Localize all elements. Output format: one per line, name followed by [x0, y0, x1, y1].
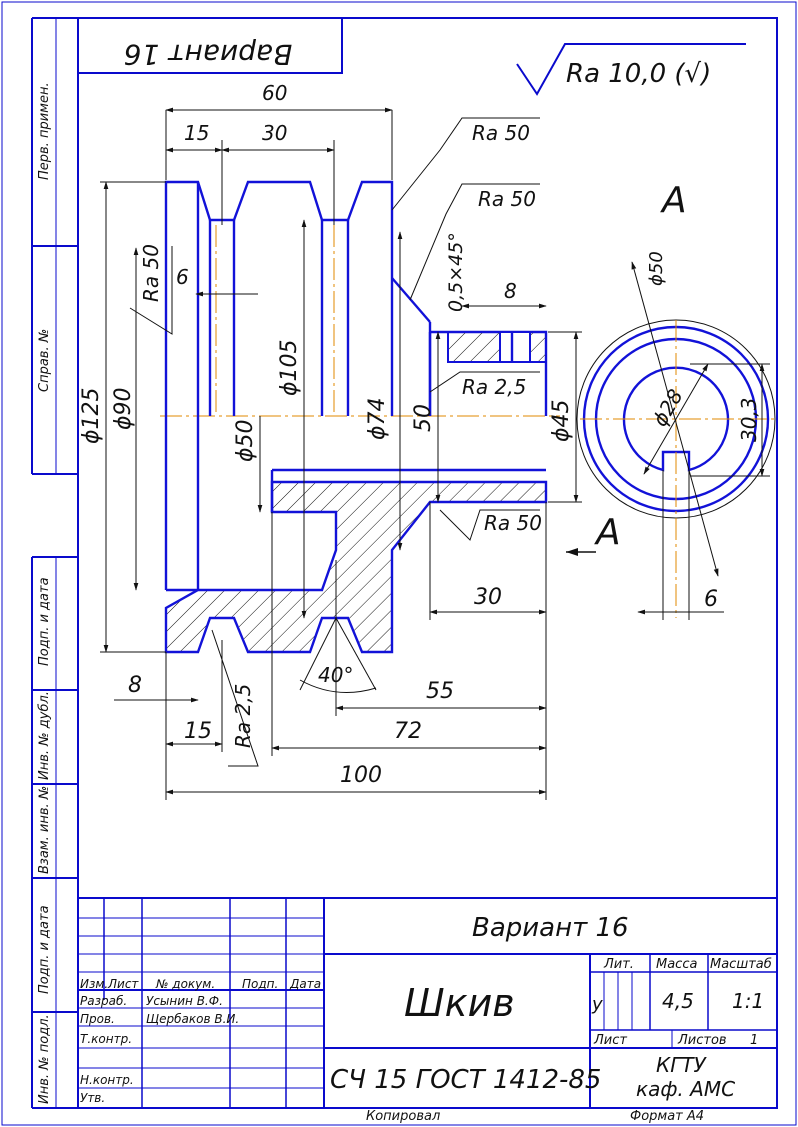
org-1: КГТУ [656, 1053, 708, 1077]
hdr-izm: Изм. [80, 977, 108, 991]
section-label-arrow: А [594, 512, 621, 553]
dim-50: 50 [411, 404, 436, 432]
roughness-3: Ra 50 [139, 244, 163, 302]
side-label-vzam: Взам. инв. № [37, 786, 52, 874]
name-razrab: Усынин В.Ф. [146, 994, 223, 1008]
mass-value: 4,5 [662, 989, 694, 1013]
role-nkontr: Н.контр. [80, 1073, 134, 1087]
side-label-inv-dubl: Инв. № дубл. [37, 691, 52, 780]
hdr-lit: Лит. [603, 957, 634, 972]
footer-format: Формат А4 [630, 1109, 704, 1124]
dim-d50: ϕ50 [233, 419, 258, 462]
section-label-view: А [660, 180, 687, 221]
title-variant: Вариант 16 [472, 913, 629, 943]
variant-box: Вариант 16 [77, 17, 343, 74]
hdr-masshtab: Масштаб [710, 957, 772, 972]
roughness-5: Ra 50 [484, 511, 542, 535]
title-block: Вариант 16 Шкив СЧ 15 ГОСТ 1412-85 Изм. … [78, 897, 777, 1108]
dim-phi28: ϕ28 [648, 385, 688, 430]
name-prov: Щербаков В.И. [146, 1012, 239, 1026]
hdr-data: Дата [289, 977, 321, 991]
side-label-sprav: Справ. № [37, 329, 52, 392]
dim-d74: ϕ74 [365, 397, 390, 440]
section-arrow [566, 548, 596, 556]
side-label-podp-1: Подп. и дата [37, 577, 52, 666]
roughness-texts: Ra 50 Ra 50 Ra 50 Ra 2,5 Ra 50 Ra 2,5 [139, 121, 542, 748]
sheets-value: 1 [750, 1033, 758, 1048]
dim-8-top: 8 [504, 279, 517, 303]
general-roughness-text: Ra 10,0 (√) [566, 59, 711, 89]
dim-40deg: 40° [318, 663, 353, 687]
title-material: СЧ 15 ГОСТ 1412-85 [330, 1065, 601, 1095]
dim-100: 100 [340, 763, 382, 788]
dim-6-view: 6 [704, 587, 718, 612]
hdr-listov: Листов [677, 1033, 727, 1048]
role-tkontr: Т.контр. [80, 1032, 132, 1046]
hdr-massa: Масса [656, 957, 697, 972]
dim-15-top: 15 [184, 121, 209, 145]
roughness-1: Ra 50 [472, 121, 530, 145]
role-razrab: Разраб. [80, 994, 127, 1008]
dim-d125: ϕ125 [79, 387, 104, 444]
role-utv: Утв. [80, 1091, 105, 1105]
dim-d105: ϕ105 [277, 339, 302, 396]
dim-30-3: 30,3 [737, 397, 761, 442]
org-2: каф. АМС [636, 1077, 735, 1101]
hdr-doc: № докум. [155, 977, 215, 991]
roughness-2: Ra 50 [478, 187, 536, 211]
dim-d45: ϕ45 [549, 399, 574, 442]
roughness-6: Ra 2,5 [231, 684, 255, 748]
hub-detail-top [447, 331, 547, 363]
dim-72: 72 [394, 719, 422, 744]
dim-15-bottom: 15 [184, 719, 212, 744]
dimension-texts: 60 15 30 6 8 0,5×45° ϕ125 ϕ90 ϕ105 ϕ50 ϕ… [79, 81, 761, 788]
scale-value: 1:1 [732, 989, 764, 1013]
hdr-list: Лист [107, 977, 139, 991]
title-part-name: Шкив [404, 981, 515, 1025]
general-roughness: Ra 10,0 (√) [516, 43, 746, 96]
dim-60: 60 [262, 81, 287, 105]
dimension-lines [100, 107, 582, 800]
dim-chamfer: 0,5×45° [445, 232, 467, 312]
roughness-leaders [129, 117, 540, 767]
role-prov: Пров. [80, 1012, 115, 1026]
dim-30-top: 30 [262, 121, 287, 145]
side-column: Перв. примен. Справ. № Подп. и дата Инв.… [31, 17, 78, 1109]
pulley-view-top [164, 180, 548, 416]
footer-copied: Копировал [366, 1109, 440, 1124]
side-label-inv-podl: Инв. № подл. [37, 1014, 52, 1104]
dim-phi50-view: ϕ50 [646, 251, 667, 286]
section-view-a [576, 261, 776, 620]
dim-6: 6 [176, 265, 189, 289]
variant-label-rotated: Вариант 16 [124, 38, 293, 71]
dim-8-bottom: 8 [128, 673, 142, 698]
inner-frame [77, 17, 778, 1109]
dim-30-right: 30 [474, 585, 502, 610]
pulley-section-bottom [164, 416, 548, 654]
roughness-4: Ra 2,5 [462, 375, 526, 399]
hdr-list2: Лист [593, 1033, 627, 1048]
dim-d90: ϕ90 [111, 387, 136, 430]
side-label-perv: Перв. примен. [37, 82, 52, 180]
side-label-podp-2: Подп. и дата [37, 905, 52, 994]
lit-value: у [591, 994, 603, 1015]
hdr-podp: Подп. [242, 977, 278, 991]
dim-55: 55 [426, 679, 454, 704]
